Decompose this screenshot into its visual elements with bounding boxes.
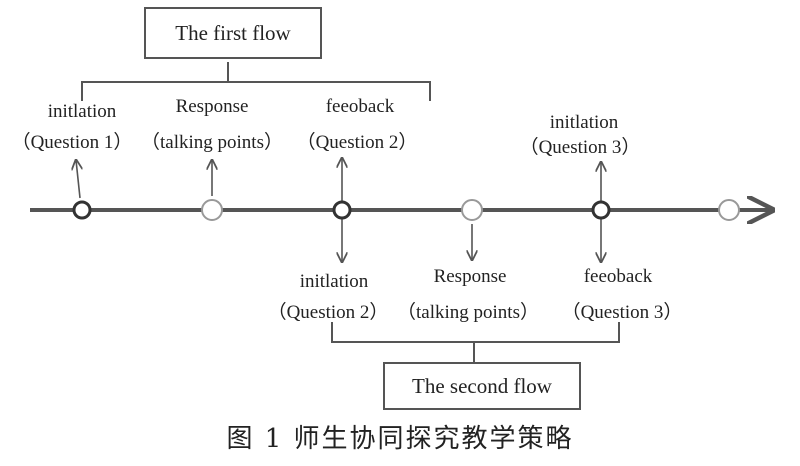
svg-text:（Question 3）: （Question 3） <box>562 301 683 323</box>
first-flow-label-3: feeoback （Question 2） <box>297 96 418 153</box>
second-flow-label-1: initlation （Question 2） <box>268 271 389 323</box>
first-flow-label-1: initlation （Question 1） <box>12 101 133 153</box>
svg-text:Response: Response <box>176 96 249 117</box>
first-flow-label-4: initlation （Question 3） <box>520 112 641 158</box>
second-flow-bracket <box>331 322 620 362</box>
svg-text:initlation: initlation <box>300 271 369 292</box>
node-6 <box>718 199 740 221</box>
node-3 <box>332 200 352 220</box>
node-2 <box>201 199 223 221</box>
svg-text:（Question 1）: （Question 1） <box>12 131 133 153</box>
second-flow-label-3: feeoback （Question 3） <box>562 266 683 323</box>
svg-text:feeoback: feeoback <box>584 266 653 287</box>
first-flow-title: The first flow <box>175 21 291 45</box>
svg-text:（Question 2）: （Question 2） <box>297 131 418 153</box>
first-flow-bracket <box>81 62 431 101</box>
first-flow-label-2: Response （talking points） <box>141 96 283 153</box>
first-flow-box <box>144 7 322 59</box>
svg-text:Response: Response <box>434 266 507 287</box>
node-4 <box>461 199 483 221</box>
node-1 <box>72 200 92 220</box>
node-5 <box>591 200 611 220</box>
arrow-up-q1 <box>76 160 80 199</box>
svg-text:（Question 2）: （Question 2） <box>268 301 389 323</box>
second-flow-label-2: Response （talking points） <box>397 266 539 323</box>
svg-text:initlation: initlation <box>550 112 619 133</box>
second-flow-title: The second flow <box>412 374 553 398</box>
svg-text:（talking points）: （talking points） <box>141 131 283 153</box>
svg-text:feeoback: feeoback <box>326 96 395 117</box>
second-flow-box <box>383 362 581 410</box>
svg-text:initlation: initlation <box>48 101 117 122</box>
svg-text:（Question 3）: （Question 3） <box>520 136 641 158</box>
figure-caption: 图 1 师生协同探究教学策略 <box>226 424 574 454</box>
svg-text:（talking points）: （talking points） <box>397 301 539 323</box>
